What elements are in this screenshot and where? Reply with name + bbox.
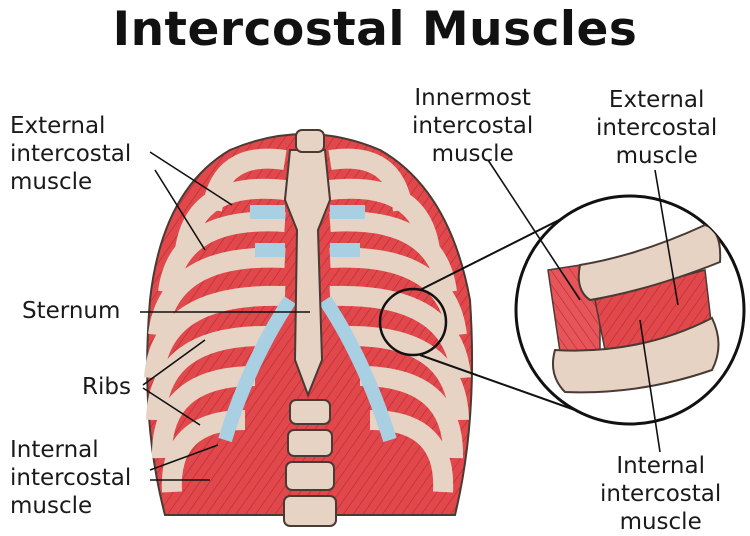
magnified-view [514,194,746,426]
leader-lines [140,151,679,481]
ribs-right [328,148,471,493]
label-ribs: Ribs [82,374,131,400]
label-sternum: Sternum [22,298,121,324]
label-internal-intercostal-left: Internal intercostal muscle [10,437,132,519]
spine [283,129,337,527]
page-title: Intercostal Muscles [112,2,638,57]
rib-cage [144,129,474,527]
rib-detail-top [577,223,722,302]
connector-bottom [419,354,576,411]
label-innermost-intercostal: Innermost intercostal muscle [412,85,534,167]
sternum [283,149,332,398]
connector-top [419,211,576,291]
focus-circle [378,287,448,357]
label-external-intercostal-right: External intercostal muscle [596,87,718,169]
label-internal-intercostal-right: Internal intercostal muscle [600,453,722,535]
rib-detail-bottom [552,316,720,394]
label-external-intercostal-left: External intercostal muscle [10,113,132,195]
costal-cartilage [218,205,397,443]
